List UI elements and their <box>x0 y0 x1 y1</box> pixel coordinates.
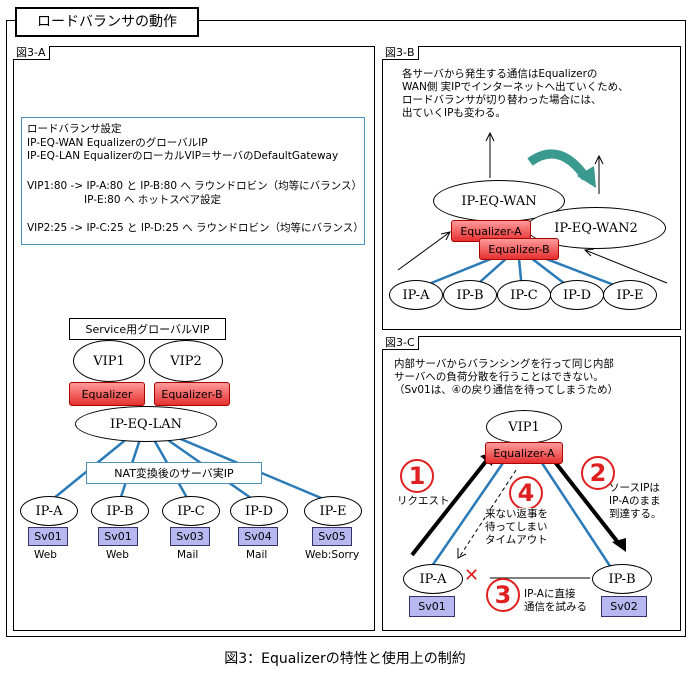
server-ip-b: IP-B <box>91 496 149 526</box>
figure-caption: 図3：Equalizerの特性と使用上の制約 <box>224 651 466 667</box>
server-role-d: Mail <box>246 549 268 561</box>
blocked-cross-icon: ✕ <box>464 565 480 586</box>
server-sv-d: Sv04 <box>238 527 278 546</box>
panel-b-note: 各サーバから発生する通信はEqualizerの WAN側 実IPでインターネット… <box>402 68 629 119</box>
vip1-node: VIP1 <box>73 340 145 382</box>
server-ip-a: IP-A <box>20 496 78 526</box>
step-4-text: 来ない返事を 待ってしまい タイムアウト <box>485 508 548 547</box>
panel-b-ip-a: IP-A <box>389 280 443 310</box>
step-1-marker: 1 <box>400 459 434 493</box>
panel-b-ip-d: IP-D <box>550 280 604 310</box>
step-2-text: ソースIPは IP-Aのまま 到達する。 <box>609 482 662 520</box>
server-ip-c: IP-C <box>162 496 220 526</box>
step-3-marker: 3 <box>486 578 520 612</box>
server-sv-b: Sv01 <box>98 527 138 546</box>
vip2-node: VIP2 <box>149 340 223 382</box>
panel-c-ip-b: IP-B <box>592 564 652 594</box>
panel-c <box>382 336 681 631</box>
server-sv-a: Sv01 <box>28 527 68 546</box>
panel-c-equalizer-a: Equalizer-A <box>485 442 563 464</box>
panel-c-note: 内部サーバからバランシングを行って同じ内部 サーバへの負荷分散を行うことはできな… <box>394 358 619 396</box>
service-vip-label: Service用グローバルVIP <box>69 318 226 340</box>
settings-line-6: VIP2:25 -> IP-C:25 と IP-D:25 へ ラウンドロビン（均… <box>27 222 364 234</box>
panel-a-label: 図3-A <box>13 46 50 60</box>
panel-c-ip-a: IP-A <box>403 564 463 594</box>
server-role-e: Web:Sorry <box>305 549 360 561</box>
panel-c-sv01: Sv01 <box>409 596 455 617</box>
panel-c-vip1: VIP1 <box>486 410 562 444</box>
panel-b-ip-b: IP-B <box>443 280 497 310</box>
equalizer-b-node: Equalizer-B <box>154 382 230 406</box>
server-role-a: Web <box>34 549 57 561</box>
equalizer-node: Equalizer <box>69 382 145 406</box>
step-2-marker: 2 <box>581 456 615 490</box>
server-ip-e: IP-E <box>304 496 362 526</box>
step-3-text: IP-Aに直接 通信を試みる <box>524 588 587 613</box>
server-sv-c: Sv03 <box>170 527 210 546</box>
step-1-text: リクエスト <box>397 495 450 507</box>
panel-b-label: 図3-B <box>382 46 419 60</box>
panel-c-label: 図3-C <box>382 336 419 350</box>
diagram-title: ロードバランサの動作 <box>15 7 199 37</box>
settings-line-3: IP-EQ-LAN EqualizerのローカルVIP＝サーバのDefaultG… <box>27 150 339 162</box>
settings-line-4: VIP1:80 -> IP-A:80 と IP-B:80 へ ラウンドロビン（均… <box>27 180 362 192</box>
panel-b <box>382 46 681 330</box>
server-ip-d: IP-D <box>230 496 288 526</box>
panel-c-sv02: Sv02 <box>601 596 647 617</box>
panel-b-ip-e: IP-E <box>603 280 657 310</box>
step-4-marker: 4 <box>509 476 543 510</box>
settings-line-5: IP-E:80 へ ホットスペア設定 <box>84 194 221 206</box>
panel-b-ip-c: IP-C <box>497 280 551 310</box>
settings-box <box>21 117 365 245</box>
server-role-b: Web <box>106 549 129 561</box>
settings-line-2: IP-EQ-WAN EqualizerのグローバルIP <box>27 137 208 149</box>
server-sv-e: Sv05 <box>312 527 352 546</box>
server-role-c: Mail <box>177 549 199 561</box>
settings-line-1: ロードバランサ設定 <box>27 123 122 135</box>
nat-label: NAT変換後のサーバ実IP <box>86 462 262 484</box>
ip-eq-lan-node: IP-EQ-LAN <box>75 406 217 442</box>
equalizer-b-node-b: Equalizer-B <box>479 238 559 260</box>
